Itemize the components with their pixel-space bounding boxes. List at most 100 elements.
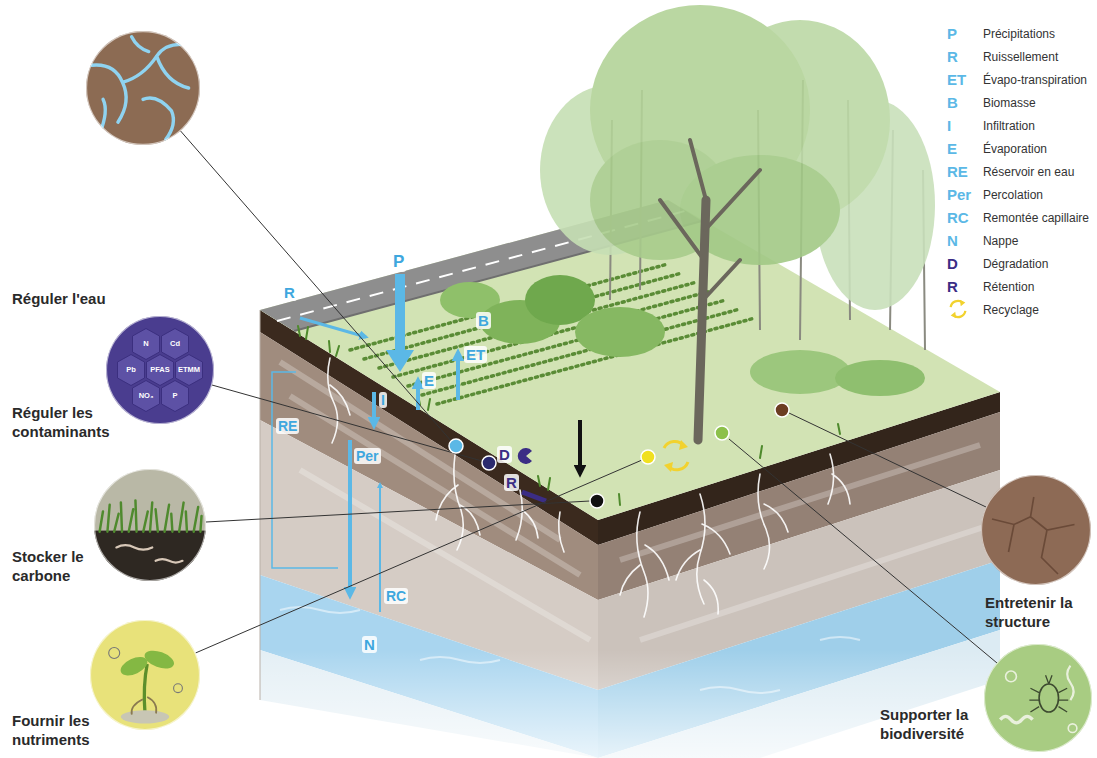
- art-circle: [1068, 724, 1077, 733]
- legend-swatch: R: [947, 48, 958, 65]
- legend-row: ET Évapo-transpiration: [947, 68, 1089, 91]
- art-path: [212, 385, 482, 461]
- legend-swatch: Per: [947, 186, 971, 203]
- legend-swatch: D: [947, 255, 958, 272]
- art-g: [449, 403, 789, 508]
- legend-key: I: [947, 118, 983, 133]
- art-ellipse: [835, 360, 925, 396]
- node-shape: [981, 475, 1091, 585]
- function-label: Stocker le carbone: [12, 548, 104, 586]
- function-label: Supporter la biodiversité: [880, 706, 1000, 744]
- art-path: [386, 274, 414, 372]
- art-ellipse: [750, 350, 850, 394]
- art-rect: [106, 316, 214, 424]
- art-g: [350, 264, 755, 404]
- art-path: [828, 454, 850, 504]
- legend: P PrécipitationsR RuissellementET Évapo-tra…: [947, 22, 1089, 321]
- flow-code: E: [422, 372, 436, 389]
- legend-key: RC: [947, 210, 983, 225]
- art-rect: [260, 650, 1000, 758]
- legend-swatch: R: [947, 278, 958, 295]
- function-circle: Entretenir la structure: [981, 475, 1091, 585]
- art-path: [300, 318, 366, 337]
- art-rect: [94, 469, 206, 581]
- legend-code: E: [947, 140, 957, 157]
- art-path: [1000, 716, 1032, 722]
- art-path: [92, 37, 189, 140]
- node-shape: [90, 620, 200, 730]
- contaminant-name: Cd: [170, 340, 180, 348]
- legend-row: IInfiltration: [947, 114, 1089, 137]
- art-g: [181, 131, 998, 663]
- legend-code: ET: [947, 71, 966, 88]
- flow-code: N: [362, 636, 377, 653]
- legend-text: Ruissellement: [983, 50, 1058, 64]
- contaminant-hexagon: N: [132, 328, 160, 360]
- contaminant-hexagon: Cd: [161, 328, 189, 360]
- legend-text: Évapo-transpiration: [983, 73, 1087, 87]
- art-path: [664, 440, 688, 472]
- legend-text: Évaporation: [983, 142, 1047, 156]
- art-path: [559, 512, 564, 552]
- legend-swatch: P: [947, 25, 957, 42]
- legend-key: B: [947, 95, 983, 110]
- legend-text: Percolation: [983, 188, 1043, 202]
- legend-code: B: [947, 94, 958, 111]
- art-circle: [91, 621, 200, 730]
- function-label: Réguler les contaminants: [12, 404, 124, 442]
- art-ellipse: [575, 307, 665, 357]
- recycle-icon: [947, 298, 969, 320]
- art-path: [522, 492, 546, 501]
- art-path: [348, 440, 352, 596]
- art-polygon: [118, 355, 145, 386]
- function-label: Fournir les nutriments: [12, 712, 112, 750]
- art-circle: [482, 456, 496, 470]
- legend-key: N: [947, 233, 983, 248]
- legend-row: BBiomasse: [947, 91, 1089, 114]
- legend-text: Précipitations: [983, 27, 1055, 41]
- legend-code: P: [947, 25, 957, 42]
- art-path: [181, 131, 453, 442]
- art-g: [94, 469, 206, 581]
- art-g: [981, 475, 1091, 585]
- art-rect: [90, 620, 200, 730]
- art-path: [372, 392, 376, 426]
- contaminant-name: P: [172, 392, 177, 400]
- art-path: [206, 501, 590, 522]
- legend-code: R: [947, 278, 958, 295]
- legend-swatch: N: [947, 232, 958, 249]
- node-shape: [86, 31, 200, 145]
- legend-swatch: RC: [947, 209, 969, 226]
- art-path: [620, 512, 669, 617]
- art-path: [436, 455, 480, 550]
- legend-code: I: [947, 117, 951, 134]
- legend-swatch: RE: [947, 163, 968, 180]
- art-rect: [86, 31, 200, 145]
- contaminant-name: N: [143, 340, 148, 348]
- legend-code: N: [947, 232, 958, 249]
- art-path: [379, 484, 381, 612]
- art-circle: [107, 317, 214, 424]
- contaminant-name: PFAS: [150, 366, 170, 374]
- art-path: [131, 697, 156, 715]
- legend-code: D: [947, 255, 958, 272]
- legend-swatch: B: [947, 94, 958, 111]
- art-circle: [590, 494, 604, 508]
- legend-key: R: [947, 49, 983, 64]
- legend-text: Recyclage: [983, 303, 1039, 317]
- art-polygon: [162, 381, 189, 412]
- legend-row: E Évaporation: [947, 137, 1089, 160]
- art-circle: [109, 648, 120, 659]
- legend-swatch: I: [947, 117, 951, 134]
- contaminant-hexagon: ETMM: [175, 354, 203, 386]
- art-circle: [1006, 671, 1017, 682]
- art-rect: [984, 644, 1092, 752]
- art-g: [984, 644, 1092, 752]
- legend-row: RCRemontée capillaire: [947, 206, 1089, 229]
- flow-code: RE: [276, 418, 299, 434]
- contaminant-name: ETMM: [178, 366, 200, 374]
- flow-code: D: [497, 446, 512, 463]
- legend-row: RERéservoir en eau: [947, 160, 1089, 183]
- contaminant-hexagon: P: [161, 380, 189, 412]
- art-rect: [94, 531, 206, 581]
